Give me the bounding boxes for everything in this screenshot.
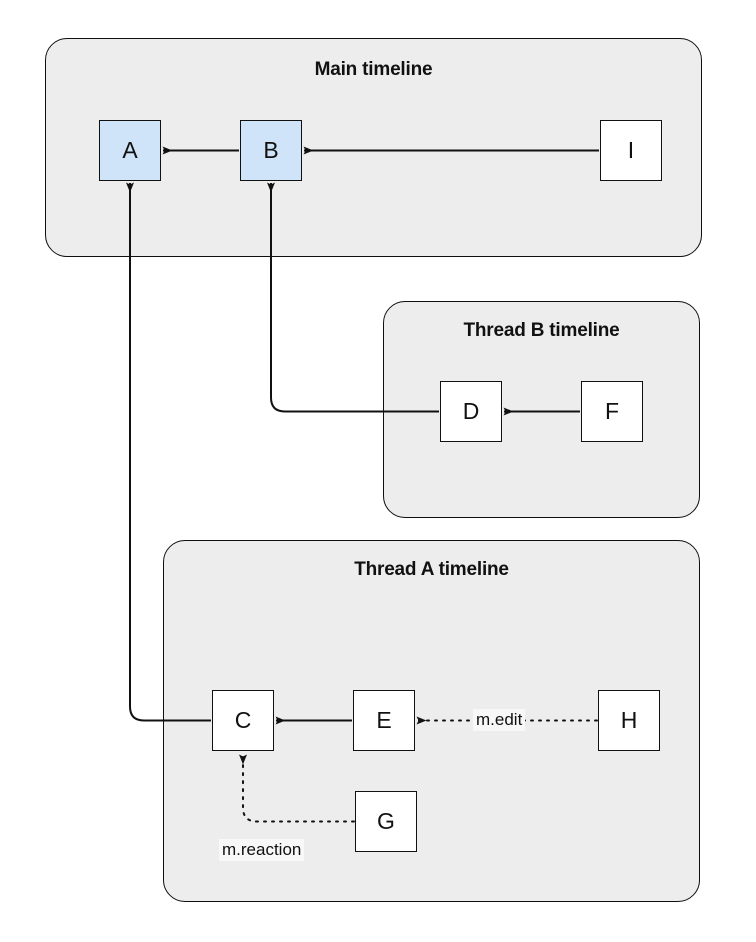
event-box-c[interactable]: C [212,690,274,751]
event-box-g[interactable]: G [355,791,417,852]
event-box-h[interactable]: H [598,690,660,751]
event-box-b[interactable]: B [240,120,302,181]
event-box-a[interactable]: A [99,120,161,181]
event-box-d[interactable]: D [440,381,502,442]
event-box-i[interactable]: I [600,120,662,181]
group-title-thread-b: Thread B timeline [463,320,620,341]
edge-label-m-edit: m.edit [473,709,526,731]
edge-label-m-reaction: m.reaction [219,839,305,861]
timeline-group-thread-b: Thread B timeline [383,301,700,518]
group-title-main: Main timeline [314,59,433,80]
event-box-e[interactable]: E [353,690,415,751]
group-title-thread-a: Thread A timeline [354,559,509,580]
event-box-f[interactable]: F [581,381,643,442]
